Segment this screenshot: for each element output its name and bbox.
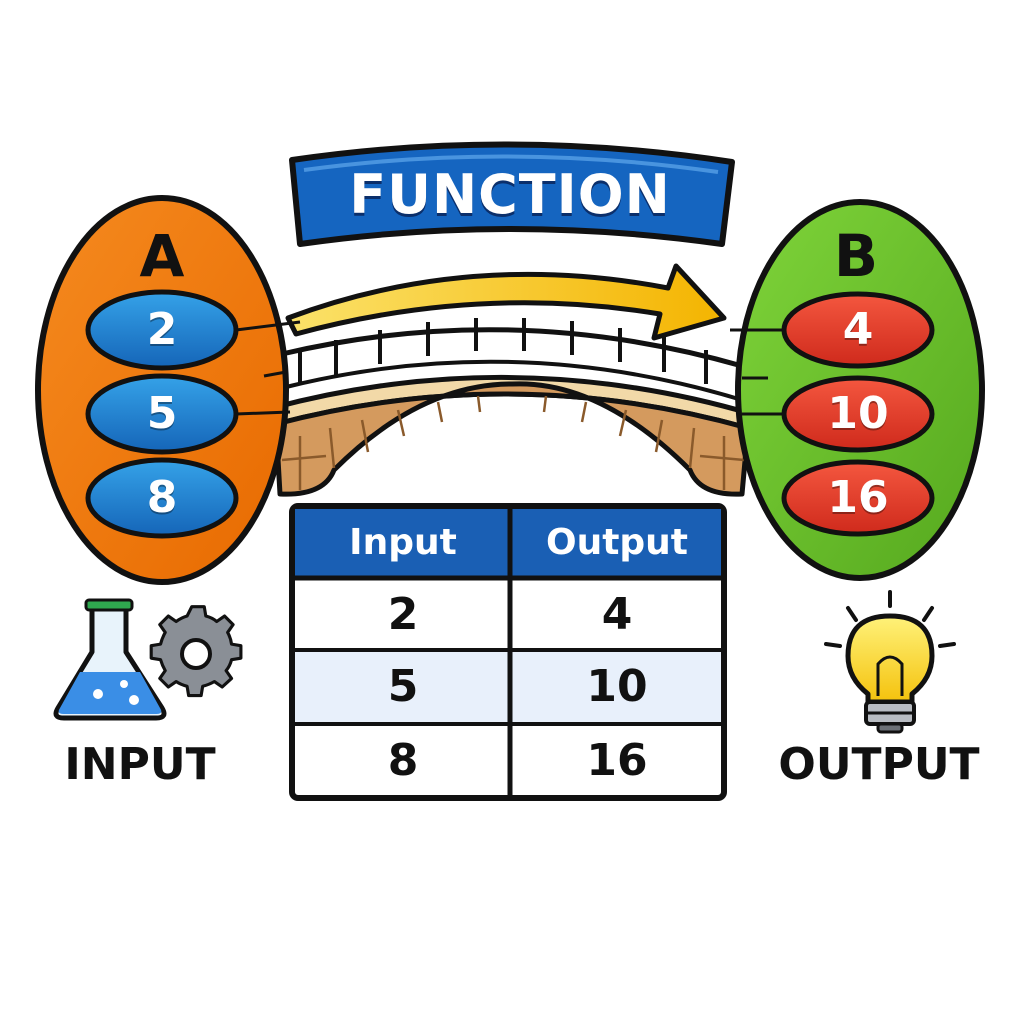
table-cell-output-2: 10	[586, 661, 648, 712]
function-table-frame	[289, 503, 727, 801]
input-bubbles	[85, 289, 239, 539]
input-value-1: 2	[146, 304, 178, 355]
lightbulb-icon	[824, 590, 956, 734]
title-text: FUNCTION	[349, 163, 671, 226]
mapping-arrow	[285, 263, 727, 341]
connector-lines	[235, 320, 786, 416]
set-a-label: A	[139, 222, 185, 290]
table-cell-input-3: 8	[387, 735, 419, 786]
input-value-3: 8	[146, 472, 178, 523]
output-bubbles	[781, 291, 935, 537]
output-caption: OUTPUT	[778, 739, 980, 790]
table-cell-output-1: 4	[601, 589, 633, 640]
flask-icon	[53, 598, 167, 721]
gear-icon	[149, 605, 243, 698]
table-cell-input-2: 5	[387, 661, 419, 712]
output-value-2: 10	[827, 388, 889, 439]
table-header-output: Output	[545, 522, 689, 563]
input-value-2: 5	[146, 388, 178, 439]
table-cell-output-3: 16	[586, 735, 648, 786]
table-cell-input-1: 2	[387, 589, 419, 640]
table-header-input: Input	[349, 522, 457, 563]
set-b-label: B	[833, 222, 879, 290]
title-banner	[289, 141, 735, 247]
bridge	[269, 318, 755, 497]
output-value-1: 4	[842, 304, 874, 355]
output-value-3: 16	[827, 472, 889, 523]
input-caption: INPUT	[64, 739, 216, 790]
